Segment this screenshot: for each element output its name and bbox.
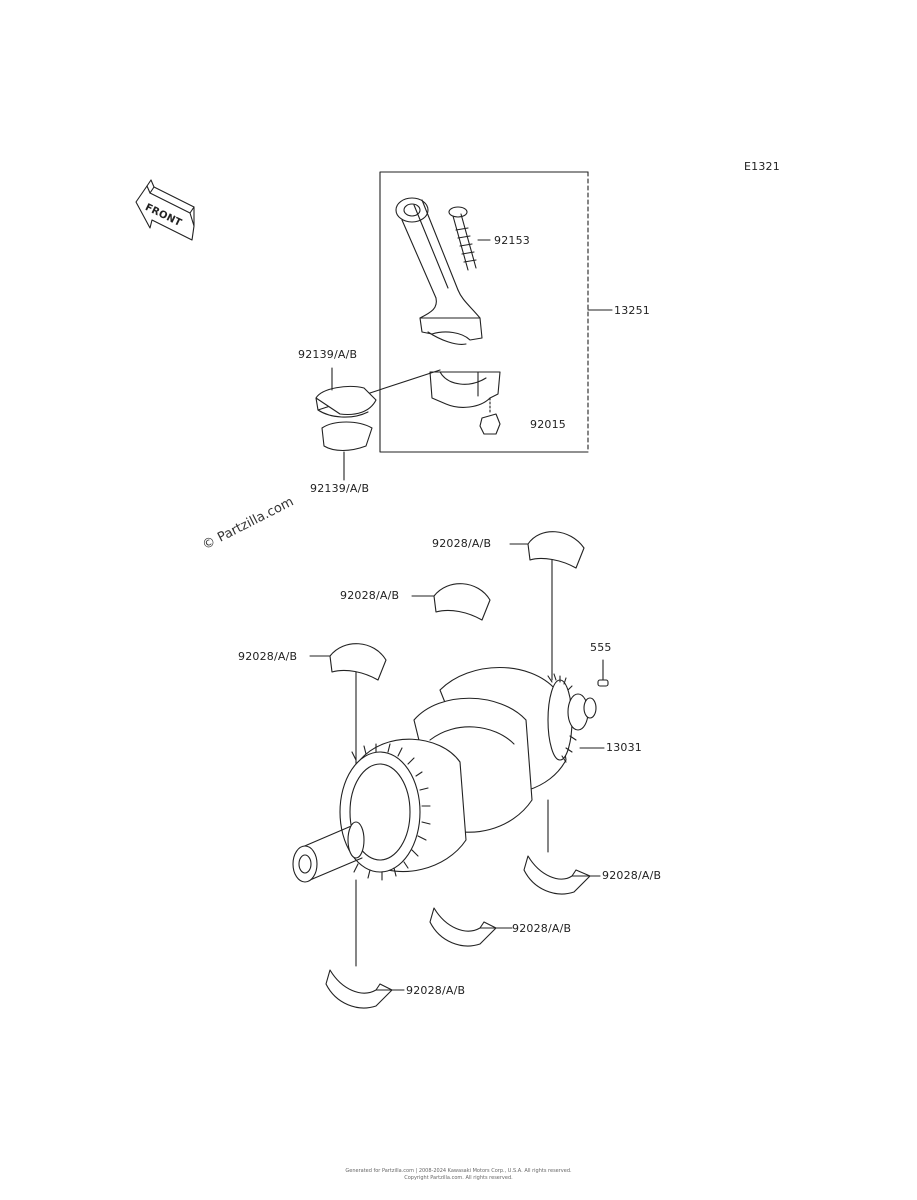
callout-conrod-bearing-upper[interactable]: 92139/A/B (298, 348, 358, 361)
conrod-nut (479, 397, 501, 435)
callout-crankshaft[interactable]: 13031 (606, 741, 642, 754)
callout-main-bearing-top-3[interactable]: 92028/A/B (238, 650, 298, 663)
diagram-code: E1321 (744, 160, 780, 173)
connecting-rod (395, 197, 483, 345)
main-bearing-bottom-shells (325, 799, 601, 1009)
crankshaft (292, 659, 609, 883)
footer-line-1: Generated for Partzilla.com | 2008-2024 … (345, 1168, 572, 1174)
conrod-bolt (448, 206, 491, 271)
callout-nut[interactable]: 92015 (530, 418, 566, 431)
callout-conrod-assy[interactable]: 13251 (614, 304, 650, 317)
conrod-cap (317, 369, 501, 411)
callout-main-bearing-top-2[interactable]: 92028/A/B (340, 589, 400, 602)
callout-main-bearing-bottom-1[interactable]: 92028/A/B (602, 869, 662, 882)
conrod-bearing-lower (321, 421, 373, 481)
conrod-bearing-upper (315, 367, 377, 418)
footer-line-2: Copyright Partzilla.com. All rights rese… (404, 1175, 513, 1181)
callout-main-bearing-bottom-3[interactable]: 92028/A/B (406, 984, 466, 997)
callout-main-bearing-bottom-2[interactable]: 92028/A/B (512, 922, 572, 935)
callout-bolt[interactable]: 92153 (494, 234, 530, 247)
callout-pin[interactable]: 555 (590, 641, 612, 654)
main-bearing-top-shells (309, 531, 585, 781)
conrod-assy-bracket (379, 171, 613, 453)
callout-main-bearing-top-1[interactable]: 92028/A/B (432, 537, 492, 550)
callout-conrod-bearing-lower[interactable]: 92139/A/B (310, 482, 370, 495)
front-arrow-icon (135, 179, 195, 241)
